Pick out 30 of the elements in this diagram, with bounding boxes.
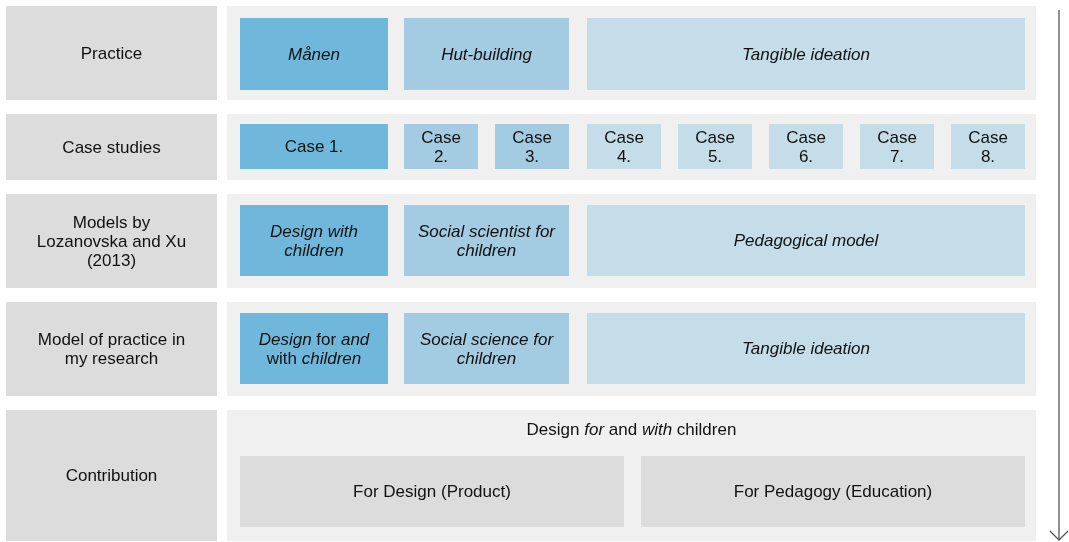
model-box: Social science for children <box>404 313 569 384</box>
contribution-panel <box>227 410 1036 541</box>
row-panel <box>227 194 1036 288</box>
model-box: Social scientist for children <box>404 205 569 276</box>
case-box: Case 3. <box>495 124 569 169</box>
case-box: Case 7. <box>860 124 934 169</box>
contribution-box: For Design (Product) <box>240 456 624 527</box>
contribution-box: For Pedagogy (Education) <box>641 456 1025 527</box>
row-panel <box>227 114 1036 180</box>
panel-heading: Design for and with children <box>525 420 738 439</box>
practice-box: Hut-building <box>404 18 569 90</box>
case-box: Case 6. <box>769 124 843 169</box>
model-box: Tangible ideation <box>587 313 1025 384</box>
practice-box: Tangible ideation <box>587 18 1025 90</box>
model-box: Design with children <box>240 205 388 276</box>
row-header: Models by Lozanovska and Xu (2013) <box>6 194 217 288</box>
row-header: Model of practice in my research <box>6 302 217 396</box>
model-box: Design for and with children <box>240 313 388 384</box>
row-panel <box>227 6 1036 100</box>
practice-box: Månen <box>240 18 388 90</box>
case-box: Case 4. <box>587 124 661 169</box>
row-header: Contribution <box>6 410 217 541</box>
row-header: Practice <box>6 6 217 100</box>
row-panel <box>227 302 1036 396</box>
case-box: Case 1. <box>240 124 388 169</box>
model-box: Pedagogical model <box>587 205 1025 276</box>
case-box: Case 5. <box>678 124 752 169</box>
case-box: Case 2. <box>404 124 478 169</box>
case-box: Case 8. <box>951 124 1025 169</box>
row-header: Case studies <box>6 114 217 180</box>
